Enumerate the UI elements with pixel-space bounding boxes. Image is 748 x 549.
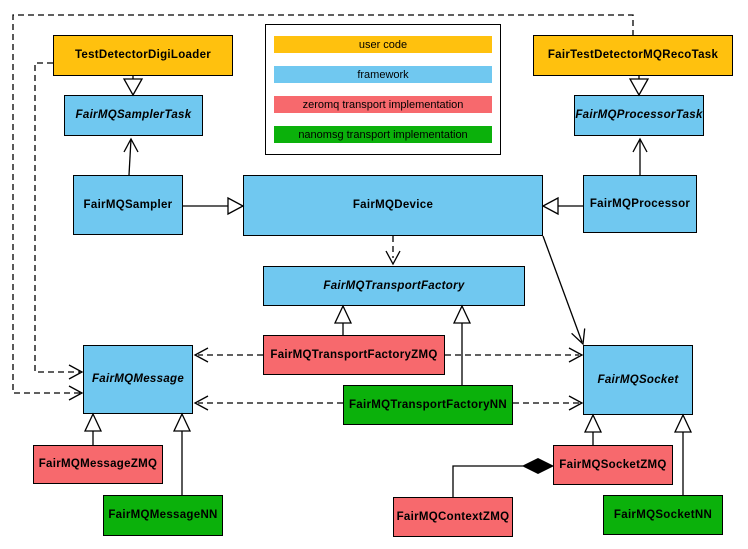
- edge-factory-zmq-to-message-dashed: [193, 347, 263, 363]
- node-fairmq-message-nn: FairMQMessageNN: [103, 495, 223, 536]
- legend: user code framework zeromq transport imp…: [265, 24, 501, 155]
- edge-context-zmq-to-socket-zmq-composition: [452, 457, 555, 497]
- edge-factory-zmq-to-transport-factory: [333, 304, 353, 335]
- edge-processor-to-device: [541, 196, 583, 216]
- edge-sampler-to-sampler-task: [123, 137, 139, 176]
- edge-processor-to-processor-task: [632, 137, 648, 175]
- edge-factory-nn-to-socket-dashed: [513, 395, 584, 411]
- node-fairmq-socket: FairMQSocket: [583, 345, 693, 415]
- edge-sampler-to-device: [183, 196, 245, 216]
- node-fairmq-socket-nn: FairMQSocketNN: [603, 495, 723, 535]
- edge-device-to-socket: [542, 235, 586, 346]
- node-fairmq-message: FairMQMessage: [83, 345, 193, 414]
- node-fairmq-processor-task: FairMQProcessorTask: [574, 95, 704, 136]
- node-fairmq-device: FairMQDevice: [243, 175, 543, 236]
- legend-item-zeromq: zeromq transport implementation: [274, 96, 492, 113]
- edge-message-zmq-to-message: [83, 412, 103, 445]
- node-fair-test-detector-mq-reco-task: FairTestDetectorMQRecoTask: [533, 35, 733, 76]
- edge-factory-zmq-to-socket-dashed: [445, 347, 584, 363]
- node-fairmq-sampler-task: FairMQSamplerTask: [64, 95, 203, 136]
- node-fairmq-transport-factory-zmq: FairMQTransportFactoryZMQ: [263, 335, 445, 375]
- edge-socket-nn-to-socket: [673, 413, 693, 495]
- edge-digi-loader-to-sampler-task: [122, 76, 144, 97]
- edge-factory-nn-to-transport-factory: [452, 304, 472, 385]
- node-fairmq-message-zmq: FairMQMessageZMQ: [33, 445, 163, 484]
- edge-device-to-transport-factory-dashed: [385, 236, 401, 266]
- node-fairmq-context-zmq: FairMQContextZMQ: [393, 497, 513, 537]
- node-fairmq-socket-zmq: FairMQSocketZMQ: [553, 445, 673, 485]
- legend-item-framework: framework: [274, 66, 492, 83]
- edge-reco-task-to-processor-task: [628, 76, 650, 97]
- edge-message-nn-to-message: [172, 412, 192, 495]
- edge-socket-zmq-to-socket: [583, 413, 603, 445]
- legend-item-user-code: user code: [274, 36, 492, 53]
- node-fairmq-processor: FairMQProcessor: [583, 175, 697, 233]
- node-test-detector-digi-loader: TestDetectorDigiLoader: [53, 35, 233, 76]
- node-fairmq-sampler: FairMQSampler: [73, 175, 183, 235]
- edge-factory-nn-to-message-dashed: [193, 395, 343, 411]
- node-fairmq-transport-factory: FairMQTransportFactory: [263, 266, 525, 306]
- legend-item-nanomsg: nanomsg transport implementation: [274, 126, 492, 143]
- node-fairmq-transport-factory-nn: FairMQTransportFactoryNN: [343, 385, 513, 425]
